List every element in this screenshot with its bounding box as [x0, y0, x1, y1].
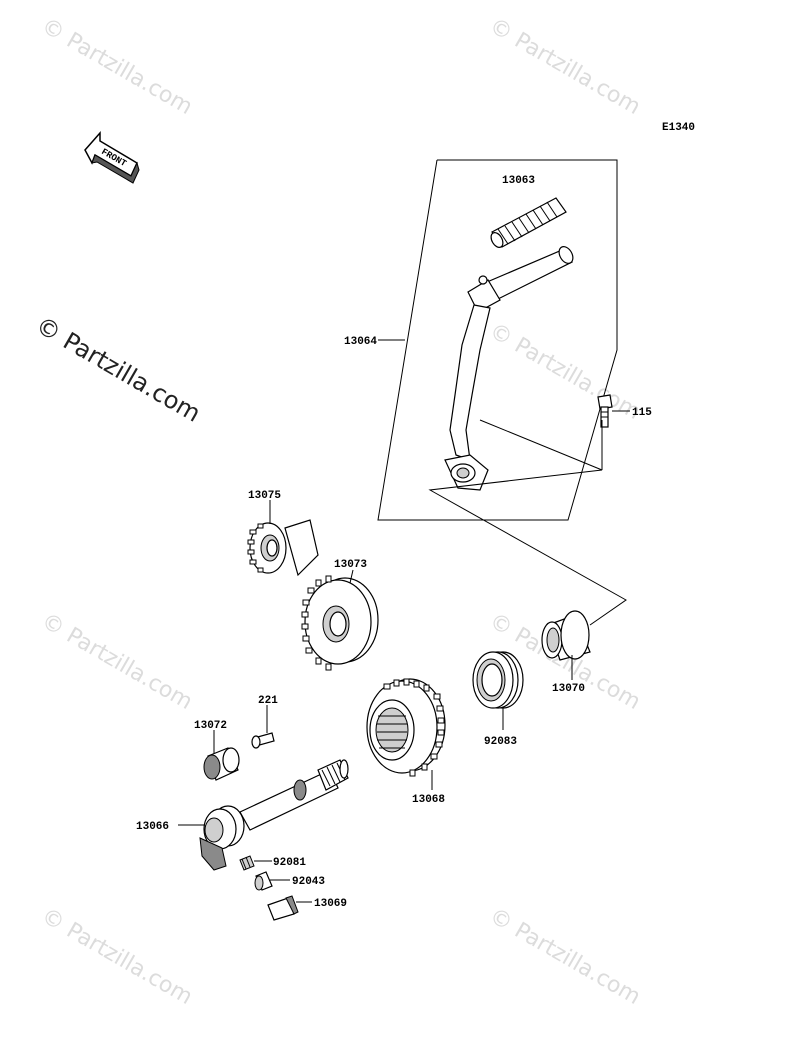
part-label-13075: 13075 [248, 490, 281, 502]
watermark-bottom-right: © Partzilla.com [485, 904, 645, 1011]
part-label-92083: 92083 [484, 736, 517, 748]
guide-13069 [267, 895, 299, 921]
screw-221 [251, 732, 275, 749]
part-label-13066: 13066 [136, 821, 169, 833]
bolt-115 [597, 394, 613, 428]
part-label-13064: 13064 [344, 336, 377, 348]
part-label-13063: 13063 [502, 175, 535, 187]
diagram-code: E1340 [662, 122, 695, 134]
kick-pedal-lever [444, 246, 574, 491]
watermark-mid-right: © Partzilla.com [485, 319, 645, 426]
watermark-prominent: © Partzilla.com [31, 311, 205, 428]
part-label-13068: 13068 [412, 794, 445, 806]
part-label-13070: 13070 [552, 683, 585, 695]
kick-pedal-box [377, 159, 618, 521]
part-label-13072: 13072 [194, 720, 227, 732]
watermark-bottom-left: © Partzilla.com [37, 904, 197, 1011]
part-label-221: 221 [258, 695, 278, 707]
kick-rubber-grip [490, 197, 567, 248]
bushing-13072 [203, 747, 240, 781]
kick-shaft-13066 [199, 759, 349, 871]
part-label-13073: 13073 [334, 559, 367, 571]
part-label-115: 115 [632, 407, 652, 419]
watermark-mid-left: © Partzilla.com [37, 609, 197, 716]
gear-13075 [247, 519, 319, 577]
part-label-92043: 92043 [292, 876, 325, 888]
part-label-92081: 92081 [273, 857, 306, 869]
spring-92083 [472, 651, 524, 709]
front-arrow-icon: FRONT [84, 131, 140, 184]
collar-13070 [541, 610, 591, 661]
pin-92043 [254, 871, 273, 891]
gear-13068 [366, 678, 446, 777]
spring-92081 [239, 855, 255, 871]
watermark-top-left: © Partzilla.com [37, 14, 197, 121]
watermark-top-right: © Partzilla.com [485, 14, 645, 121]
part-label-13069: 13069 [314, 898, 347, 910]
gear-13073 [301, 575, 379, 671]
